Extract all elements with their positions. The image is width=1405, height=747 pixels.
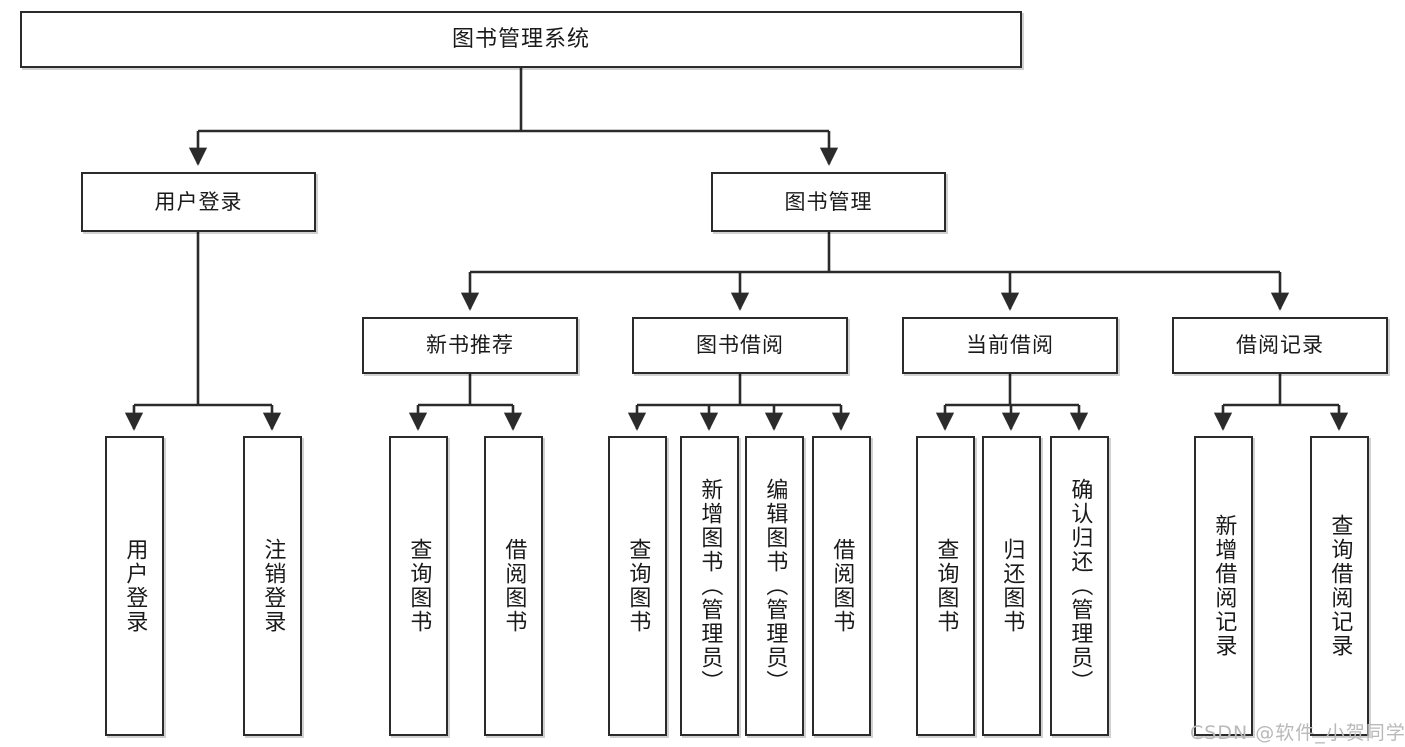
node-book-borrow[interactable]: 图书借阅: [632, 317, 848, 374]
leaf-node-label: 查询图书: [625, 538, 651, 634]
leaf-node[interactable]: 用户登录: [105, 436, 164, 736]
leaf-node[interactable]: 查询图书: [608, 436, 667, 736]
node-book-borrow-label: 图书借阅: [696, 333, 784, 358]
leaf-node-label: 编辑图书（管理员）: [762, 478, 788, 694]
leaf-node[interactable]: 借阅图书: [484, 436, 543, 736]
leaf-node[interactable]: 查询借阅记录: [1310, 436, 1369, 736]
node-borrow-record-label: 借阅记录: [1236, 333, 1324, 358]
node-root[interactable]: 图书管理系统: [20, 11, 1022, 68]
node-root-label: 图书管理系统: [451, 26, 590, 52]
leaf-node-label: 确认归还（管理员）: [1067, 478, 1093, 694]
leaf-node-label: 新增图书（管理员）: [697, 478, 723, 694]
node-new-book-recommend[interactable]: 新书推荐: [362, 317, 578, 374]
node-book-management-label: 图书管理: [784, 189, 873, 214]
leaf-node-label: 注销登录: [260, 538, 286, 634]
leaf-node[interactable]: 注销登录: [243, 436, 302, 736]
node-book-management[interactable]: 图书管理: [711, 172, 946, 232]
leaf-node[interactable]: 新增图书（管理员）: [680, 436, 739, 736]
leaf-node-label: 查询图书: [933, 538, 959, 634]
leaf-node[interactable]: 归还图书: [982, 436, 1041, 736]
leaf-node-label: 新增借阅记录: [1211, 514, 1237, 658]
leaf-node[interactable]: 编辑图书（管理员）: [745, 436, 804, 736]
node-user-login-label: 用户登录: [154, 189, 243, 214]
leaf-node[interactable]: 确认归还（管理员）: [1050, 436, 1109, 736]
leaf-node-label: 查询借阅记录: [1327, 514, 1353, 658]
leaf-node[interactable]: 查询图书: [916, 436, 975, 736]
leaf-node-label: 用户登录: [122, 538, 148, 634]
leaf-node-label: 借阅图书: [501, 538, 527, 634]
node-new-book-recommend-label: 新书推荐: [426, 333, 514, 358]
leaf-node[interactable]: 新增借阅记录: [1194, 436, 1253, 736]
leaf-node-label: 归还图书: [999, 538, 1025, 634]
leaf-node[interactable]: 查询图书: [389, 436, 448, 736]
leaf-node[interactable]: 借阅图书: [812, 436, 871, 736]
node-current-borrow[interactable]: 当前借阅: [902, 317, 1118, 374]
node-current-borrow-label: 当前借阅: [966, 333, 1054, 358]
leaf-node-label: 查询图书: [406, 538, 432, 634]
csdn-watermark: CSDN @软件_小贺同学: [1190, 722, 1405, 744]
leaf-node-label: 借阅图书: [829, 538, 855, 634]
node-borrow-record[interactable]: 借阅记录: [1172, 317, 1388, 374]
node-user-login[interactable]: 用户登录: [81, 172, 316, 232]
